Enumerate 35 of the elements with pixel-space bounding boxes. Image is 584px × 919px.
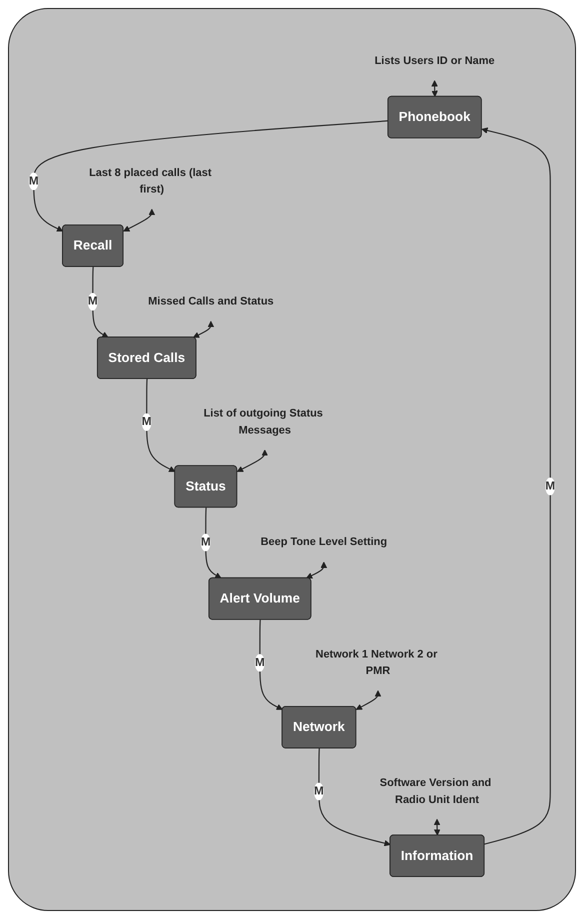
menu-box: Status bbox=[174, 466, 238, 508]
edge-label: M bbox=[545, 478, 556, 496]
note-text: Software Version and Radio Unit Ident bbox=[380, 776, 492, 806]
menu-box: Network bbox=[282, 706, 356, 749]
arrow bbox=[33, 120, 388, 232]
arrow bbox=[259, 620, 283, 710]
arrow bbox=[356, 690, 382, 710]
arrow bbox=[123, 209, 156, 232]
edge-label: M bbox=[200, 534, 211, 552]
arrow bbox=[236, 450, 268, 472]
edge-label: M bbox=[88, 293, 98, 311]
arrow bbox=[318, 748, 391, 847]
menu-box: Stored Calls bbox=[96, 336, 196, 380]
note-text: Network 1 Network 2 or PMR bbox=[316, 648, 438, 678]
note-text: Last 8 placed calls (last first) bbox=[89, 166, 212, 196]
arrow bbox=[146, 379, 176, 472]
menu-box: Phonebook bbox=[387, 96, 482, 139]
arrow bbox=[481, 128, 551, 845]
arrow bbox=[205, 508, 222, 579]
edge-label: M bbox=[255, 654, 265, 672]
edge-label: M bbox=[28, 172, 39, 190]
arrow bbox=[192, 321, 214, 338]
menu-box: Alert Volume bbox=[208, 578, 312, 620]
arrow bbox=[306, 562, 328, 579]
arrow bbox=[434, 819, 440, 836]
note-text: List of outgoing Status Messages bbox=[204, 407, 323, 436]
menu-box: Information bbox=[390, 834, 485, 878]
note-text: Missed Calls and Status bbox=[148, 295, 274, 308]
arrow bbox=[92, 267, 108, 338]
edge-label: M bbox=[142, 414, 152, 432]
menu-box: Recall bbox=[62, 224, 124, 268]
edge-label: M bbox=[314, 782, 324, 800]
note-text: Beep Tone Level Setting bbox=[260, 536, 388, 548]
arrow bbox=[431, 80, 438, 98]
note-text: Lists Users ID or Name bbox=[374, 54, 495, 67]
